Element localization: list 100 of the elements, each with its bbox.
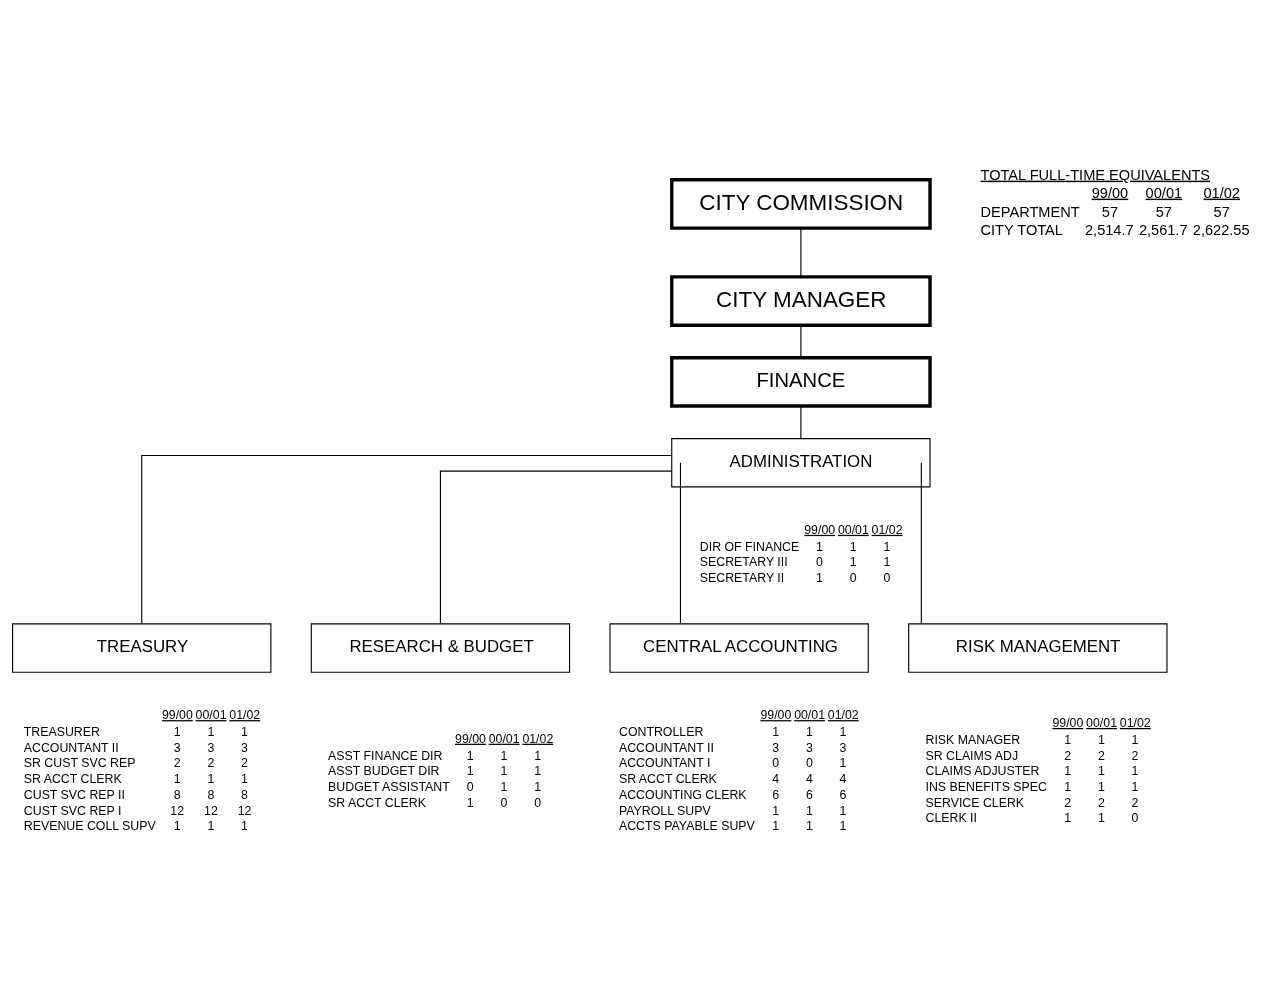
node-label: BUDGET ASSISTANT	[328, 780, 450, 794]
label: 57	[1101, 203, 1119, 220]
node-label: 1	[839, 803, 847, 818]
node-label: ACCTS PAYABLE SUPV	[618, 819, 755, 834]
node-label: 1	[500, 780, 508, 794]
label: 01/02	[1203, 184, 1240, 201]
node-label: 99/00	[161, 708, 193, 723]
node-label: 1	[1097, 780, 1105, 794]
label: CITY TOTAL	[980, 221, 1063, 238]
node-label: 1	[839, 724, 847, 739]
node-label: 1	[173, 819, 181, 834]
node-label: 1	[207, 772, 215, 787]
label: 2,622.55	[1192, 221, 1250, 238]
node-label: 2	[1131, 748, 1139, 763]
node-label: 1	[241, 724, 248, 739]
label: 2,514.7	[1085, 221, 1134, 238]
node-label: 1	[839, 819, 847, 834]
node-label: 0	[534, 795, 542, 810]
node-label: CLAIMS ADJUSTER	[925, 764, 1040, 779]
node-label: 1	[1131, 764, 1139, 779]
node-label: 1	[241, 772, 248, 787]
node-label: 0	[883, 571, 891, 586]
node-label: 2	[1097, 748, 1105, 763]
node-label: 4	[805, 772, 813, 787]
node-label: ACCOUNTING CLERK	[618, 787, 747, 802]
node-label: 4	[839, 772, 847, 787]
node-label: 99/00	[455, 731, 486, 746]
node-label: 0	[816, 555, 823, 570]
node-label: 12	[170, 803, 185, 818]
node-label: 2	[1064, 748, 1072, 763]
node-label: 1	[241, 819, 248, 834]
node-label: 8	[207, 787, 215, 802]
node-label: ASST BUDGET DIR	[328, 764, 440, 779]
node-label: 99/00	[1052, 715, 1084, 730]
node-label: 99/00	[804, 522, 836, 537]
node-label: ACCOUNTANT II	[618, 740, 714, 755]
node-label: 1	[1064, 764, 1072, 779]
node-label: CONTROLLER	[618, 724, 704, 739]
connector	[141, 454, 673, 624]
node-label: 00/01	[1086, 715, 1118, 730]
connector	[800, 405, 802, 440]
label: 2,561.7	[1138, 221, 1188, 238]
node-label: 1	[772, 803, 780, 818]
node-label: 8	[241, 787, 248, 802]
node-label: 01/02	[229, 708, 261, 723]
node-label: 00/01	[195, 708, 227, 723]
connector	[679, 462, 681, 624]
node-label: 3	[772, 740, 780, 755]
connector	[800, 324, 802, 359]
node-label: 2	[1097, 795, 1105, 810]
node-label: 1	[805, 724, 813, 739]
node-label: 1	[173, 772, 181, 787]
node-box: CENTRAL ACCOUNTING	[609, 623, 869, 673]
node-label: 1	[1064, 811, 1072, 826]
label: DEPARTMENT	[980, 203, 1080, 220]
node-label: 12	[237, 803, 252, 818]
node-label: 99/00	[760, 708, 792, 723]
node-label: 2	[241, 756, 248, 771]
node-label: 1	[1097, 811, 1105, 826]
node-label: 1	[805, 803, 813, 818]
node-label: 1	[805, 819, 813, 834]
node-label: 01/02	[1119, 715, 1151, 730]
node-label: 1	[500, 748, 508, 763]
node-label: 1	[849, 539, 857, 554]
node-box: RISK MANAGEMENT	[908, 623, 1168, 673]
node-box: RESEARCH & BUDGET	[310, 623, 571, 673]
label: 00/01	[1145, 184, 1183, 201]
node-label: 0	[500, 795, 508, 810]
node-label: 6	[772, 787, 780, 802]
node-label: 00/01	[488, 731, 520, 746]
node-label: 01/02	[522, 731, 554, 746]
node-label: 00/01	[837, 522, 869, 537]
node-box: FINANCE	[670, 356, 932, 408]
node-label: 1	[883, 555, 891, 570]
node-label: SR CUST SVC REP	[23, 756, 136, 771]
node-label: 01/02	[827, 708, 859, 723]
node-label: 3	[839, 740, 847, 755]
node-label: 00/01	[794, 708, 826, 723]
node-box: CITY COMMISSION	[670, 178, 932, 230]
node-label: 1	[534, 748, 542, 763]
node-label: 1	[1064, 780, 1072, 794]
node-label: SECRETARY II	[699, 571, 785, 586]
label: TOTAL FULL-TIME EQUIVALENTS	[980, 166, 1211, 183]
node-label: 6	[839, 787, 847, 802]
label: 57	[1155, 203, 1172, 220]
node-label: SR ACCT CLERK	[328, 795, 426, 810]
node-label: 1	[1131, 732, 1139, 747]
node-label: DIR OF FINANCE	[699, 539, 800, 554]
node-label: 1	[849, 555, 857, 570]
node-box: ADMINISTRATION	[671, 438, 931, 488]
node-label: ACCOUNTANT II	[23, 740, 119, 755]
node-label: RISK MANAGER	[925, 732, 1021, 747]
node-label: 3	[173, 740, 181, 755]
node-label: 2	[173, 756, 181, 771]
node-label: SR ACCT CLERK	[618, 772, 717, 787]
node-label: 01/02	[871, 522, 903, 537]
node-label: ASST FINANCE DIR	[328, 748, 443, 763]
node-label: SERVICE CLERK	[925, 795, 1025, 810]
node-label: 2	[1131, 795, 1139, 810]
label: 99/00	[1091, 184, 1129, 201]
